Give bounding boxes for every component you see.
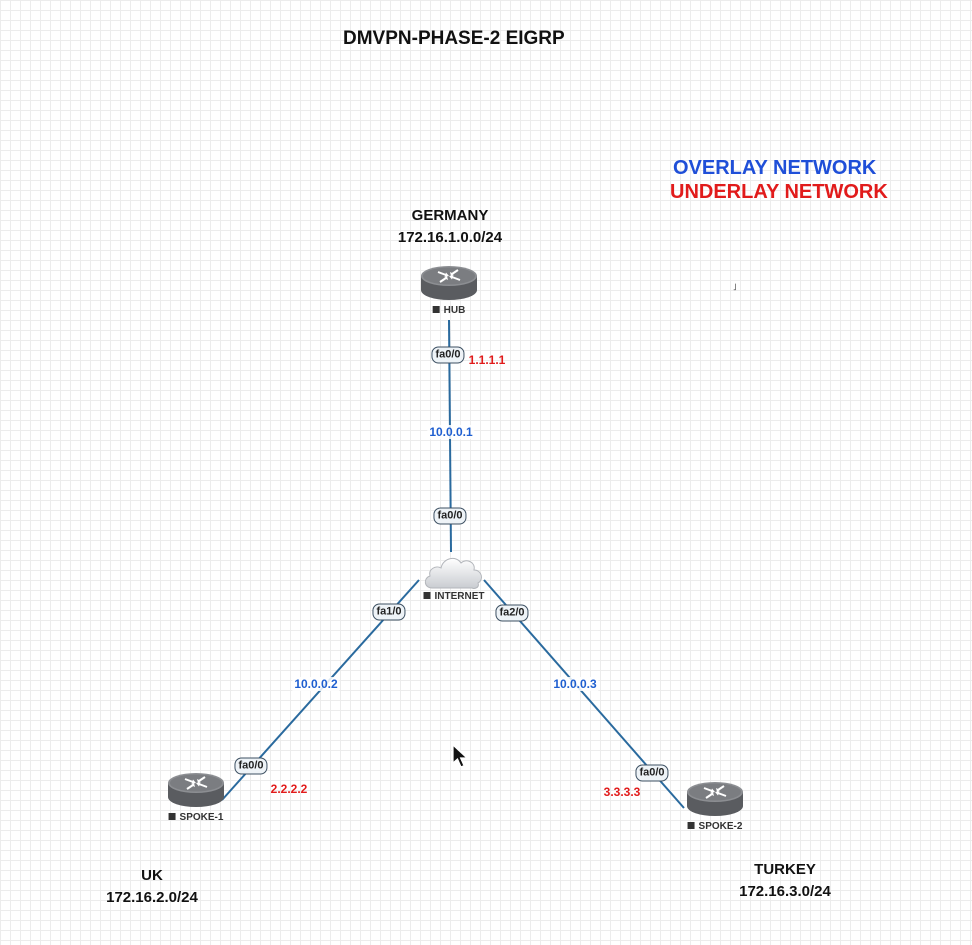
spoke1-overlay-ip: 10.0.0.2 [292,677,340,691]
router-icon [421,266,477,300]
region-uk-network: 172.16.2.0/24 [106,889,198,906]
internet-cloud[interactable] [422,550,486,597]
internet-fa1-0-interface: fa1/0 [372,603,406,621]
router-icon [168,773,224,807]
spoke2-overlay-ip: 10.0.0.3 [551,677,599,691]
hub-overlay-ip: 10.0.0.1 [427,425,475,439]
legend-underlay: UNDERLAY NETWORK [670,181,888,203]
stray-mark: ˩ [733,282,737,292]
mouse-cursor [452,743,470,773]
spoke1-fa0-0-interface: fa0/0 [234,757,268,775]
spoke1-label: SPOKE-1 [168,812,223,823]
spoke1-underlay-ip: 2.2.2.2 [270,782,308,796]
hub-fa0-0-interface: fa0/0 [431,346,465,364]
legend-overlay: OVERLAY NETWORK [673,157,877,179]
region-germany-name: GERMANY [411,207,489,224]
cursor-arrow-icon [452,743,469,768]
spoke2-fa0-0-interface: fa0/0 [635,764,669,782]
region-turkey-network: 172.16.3.0/24 [739,883,831,900]
region-germany: GERMANY 172.16.1.0.0/24 [395,205,505,249]
internet-fa2-0-interface: fa2/0 [495,604,529,622]
region-uk-name: UK [141,867,163,884]
spoke2-underlay-ip: 3.3.3.3 [603,785,641,799]
router-icon [687,782,743,816]
hub-underlay-ip: 1.1.1.1 [468,353,506,367]
region-germany-network: 172.16.1.0.0/24 [397,229,503,246]
hub-label: HUB [432,305,465,316]
region-turkey-name: TURKEY [754,861,816,878]
spoke1-router[interactable] [167,771,225,816]
spoke2-router[interactable] [686,780,744,825]
region-turkey: TURKEY 172.16.3.0/24 [735,859,835,903]
hub-router[interactable] [420,264,478,309]
diagram-title: DMVPN-PHASE-2 EIGRP [343,28,565,49]
cloud-icon [424,557,482,589]
internet-label: INTERNET [423,591,485,602]
spoke2-label: SPOKE-2 [687,821,742,832]
region-uk: UK 172.16.2.0/24 [102,865,202,909]
internet-fa0-0-interface: fa0/0 [433,507,467,525]
